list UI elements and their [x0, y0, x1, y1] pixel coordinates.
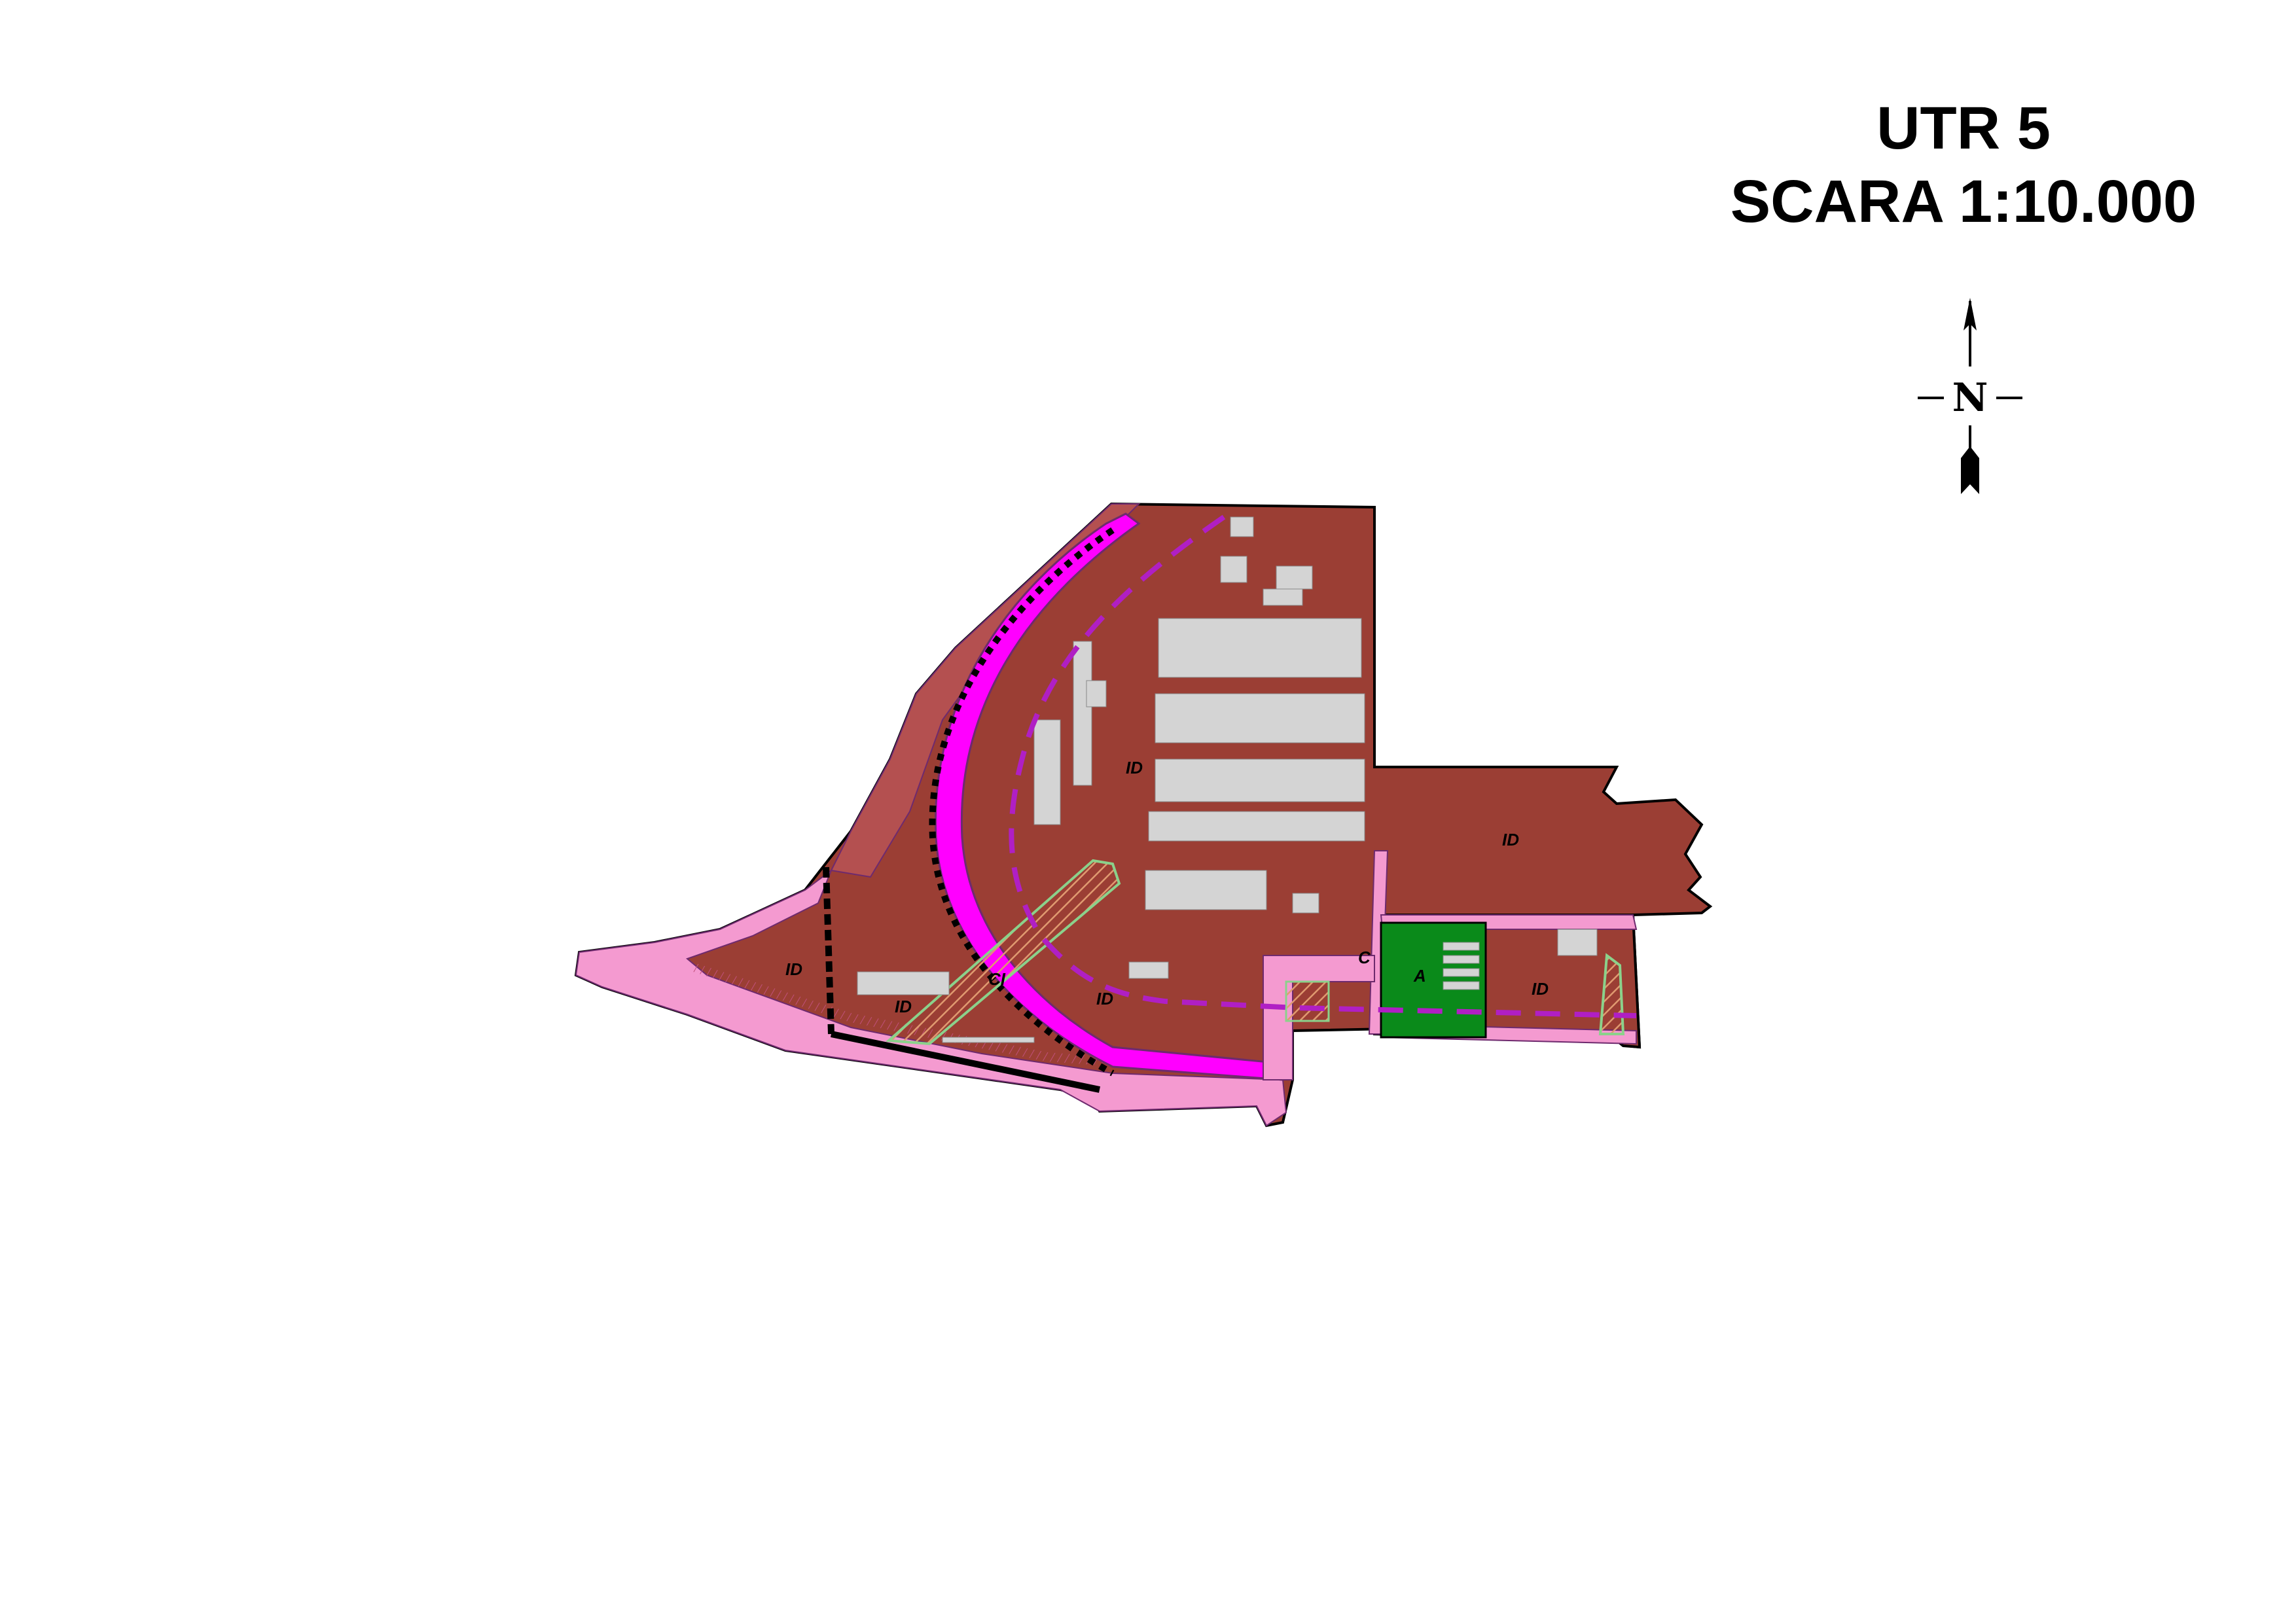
building: [1155, 693, 1365, 743]
building: [1145, 870, 1267, 910]
building: [1443, 968, 1480, 977]
building: [942, 1037, 1035, 1043]
zone-label-id: ID: [895, 997, 912, 1016]
building: [1443, 955, 1480, 964]
building: [1148, 811, 1365, 842]
zone-label-c: C: [1358, 948, 1371, 967]
building: [1158, 618, 1362, 678]
building: [1220, 556, 1247, 583]
building: [1230, 516, 1254, 537]
building: [1557, 929, 1598, 956]
rail-corridor: [934, 512, 1284, 1081]
road-strip-northwest: [830, 503, 1141, 878]
zone-label-id: ID: [1096, 989, 1113, 1008]
hatched-corridor-sw: [886, 859, 1121, 1046]
building: [1292, 893, 1319, 914]
building: [1155, 758, 1365, 802]
map-title: UTR 5 SCARA 1:10.000: [1636, 92, 2291, 238]
zone-label-id: ID: [1126, 758, 1143, 777]
building: [1086, 680, 1107, 707]
scale-label: SCARA 1:10.000: [1730, 168, 2197, 235]
green-area: [1380, 921, 1487, 1039]
zone-labels: ID ID ID ID ID ID C A CI: [785, 758, 1549, 1016]
building: [1443, 942, 1480, 951]
zone-label-id: ID: [785, 959, 802, 979]
dashed-boundary: [1009, 514, 1637, 1018]
rail-line: [929, 527, 1115, 1077]
building: [1443, 981, 1480, 990]
zone-label-id: ID: [1502, 830, 1519, 849]
building: [1033, 719, 1061, 825]
building: [1073, 641, 1092, 786]
zone-label-ci: CI: [988, 969, 1006, 989]
buildings: [857, 516, 1598, 1043]
zone-label-id: ID: [1532, 979, 1549, 999]
zone-label-a: A: [1413, 966, 1426, 986]
building: [1276, 565, 1313, 590]
building: [1263, 588, 1303, 606]
north-arrow-icon: N: [1898, 294, 2042, 504]
building: [1128, 961, 1169, 979]
building: [857, 971, 950, 995]
utr-label: UTR 5: [1876, 95, 2051, 162]
compass-letter: N: [1952, 375, 1988, 421]
